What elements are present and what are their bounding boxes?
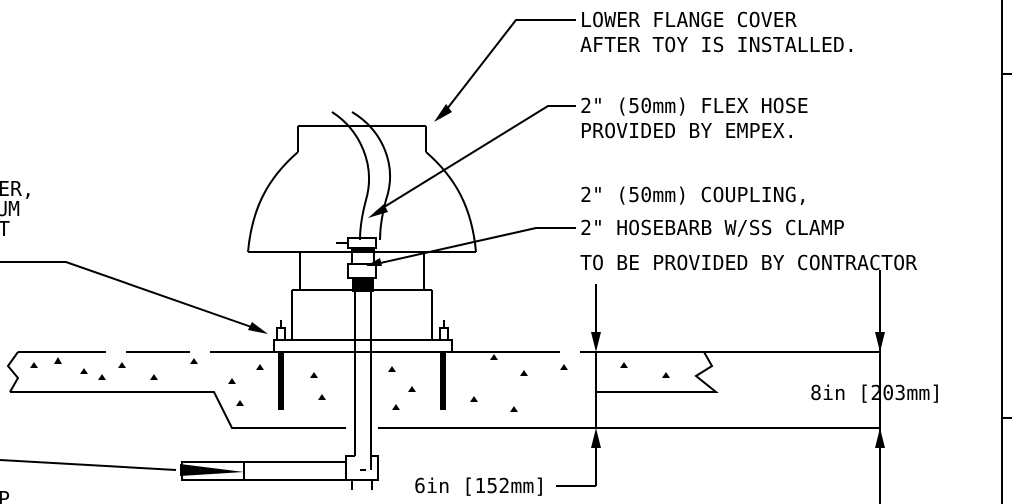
aggregate-marks [30, 354, 670, 412]
leader-lines [0, 19, 576, 481]
dimension-label-slab: 8in [203mm] [810, 381, 942, 405]
dimension-slab-thickness [875, 270, 885, 504]
callout-coupling-line1: 2" (50mm) COUPLING, [580, 183, 809, 207]
callout-left-partial-line2: UM [0, 197, 20, 221]
callout-flange-cover-line2: AFTER TOY IS INSTALLED. [580, 33, 857, 57]
callout-coupling-line2: 2" HOSEBARB W/SS CLAMP [580, 216, 845, 240]
callout-coupling-line3: TO BE PROVIDED BY CONTRACTOR [580, 251, 918, 275]
callout-flange-cover-line1: LOWER FLANGE COVER [580, 8, 798, 32]
dimension-label-offset: 6in [152mm] [414, 474, 546, 498]
base-flange [273, 320, 453, 353]
title-block-border [1001, 0, 1012, 504]
concrete-slab [6, 351, 880, 429]
dimension-pipe-offset [556, 284, 601, 487]
coupling-assembly [336, 237, 377, 292]
callout-flex-hose-line1: 2" (50mm) FLEX HOSE [580, 94, 809, 118]
callout-left-partial-line1: ER, [0, 177, 34, 201]
callout-left-partial-line3: T [0, 217, 10, 241]
toy-body [247, 125, 477, 340]
callout-flex-hose-line2: PROVIDED BY EMPEX. [580, 119, 797, 143]
callout-left-partial-line4: P [0, 487, 10, 504]
anchor-bolts [278, 352, 446, 410]
flex-hose [331, 111, 391, 241]
